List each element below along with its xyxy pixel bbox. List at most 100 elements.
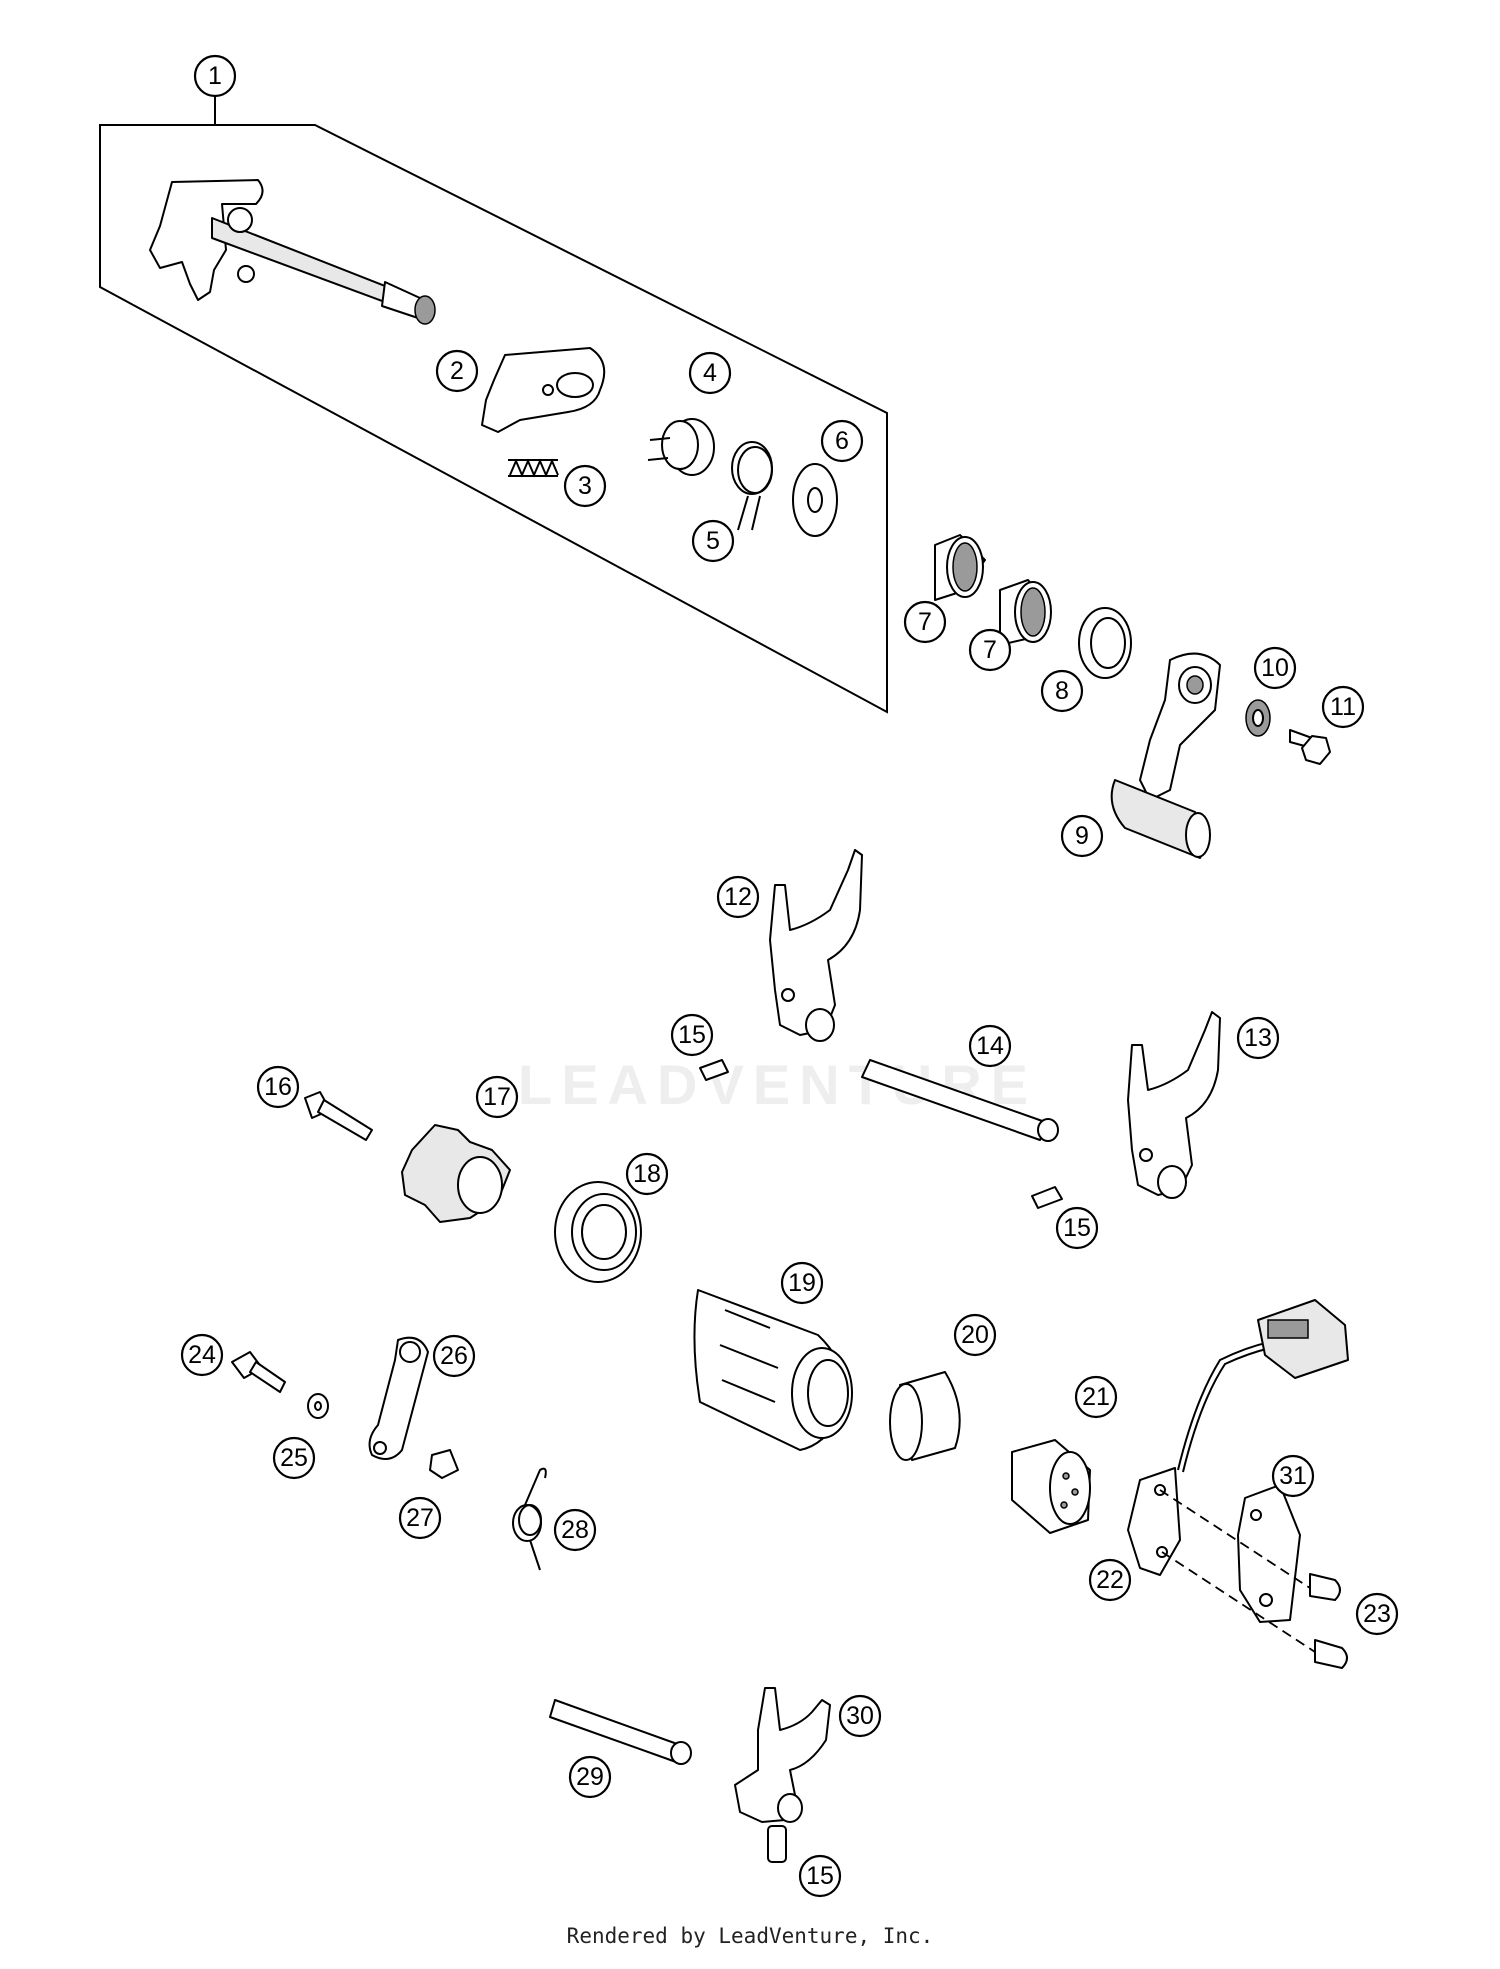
- index-lever-part: [368, 1336, 429, 1460]
- bearing-ring-20-part: [889, 1371, 961, 1461]
- callout-24-label: 24: [188, 1341, 216, 1369]
- callout-29: 29: [568, 1755, 612, 1799]
- callout-15c-label: 15: [806, 1862, 834, 1890]
- callout-26-label: 26: [440, 1342, 468, 1370]
- shift-fork-30-part: [734, 1687, 831, 1823]
- callout-16-label: 16: [264, 1073, 292, 1101]
- callout-12-label: 12: [724, 883, 752, 911]
- callout-22: 22: [1088, 1558, 1132, 1602]
- callout-3-label: 3: [578, 472, 592, 500]
- callout-15b-label: 15: [1063, 1214, 1091, 1242]
- callout-2: 2: [435, 349, 479, 393]
- bolt-11-part: [1289, 729, 1331, 765]
- callout-14: 14: [968, 1024, 1012, 1068]
- seal-part: [1078, 607, 1132, 679]
- callout-10-label: 10: [1261, 654, 1289, 682]
- callout-7b-label: 7: [983, 636, 997, 664]
- bushing-part-a: [934, 534, 986, 601]
- callout-22-label: 22: [1096, 1566, 1124, 1594]
- bolt-24-part: [231, 1351, 286, 1393]
- callout-4: 4: [688, 351, 732, 395]
- callout-6: 6: [820, 419, 864, 463]
- callout-23: 23: [1355, 1592, 1399, 1636]
- callout-1-label: 1: [208, 62, 222, 90]
- callout-11: 11: [1321, 685, 1365, 729]
- callout-17-label: 17: [483, 1083, 511, 1111]
- callout-11-label: 11: [1330, 693, 1356, 721]
- callout-27: 27: [398, 1496, 442, 1540]
- torsion-spring-part: [731, 441, 773, 531]
- callout-30-label: 30: [846, 1702, 874, 1730]
- footer-credit: Rendered by LeadVenture, Inc.: [566, 1924, 934, 1948]
- callout-5: 5: [691, 519, 735, 563]
- callout-19-label: 19: [788, 1269, 816, 1297]
- shift-drum-part: [693, 1289, 853, 1451]
- callout-16: 16: [256, 1065, 300, 1109]
- kit-1-frame: [99, 96, 888, 714]
- washer-part: [792, 463, 838, 537]
- screw-23-part-a: [1309, 1573, 1341, 1601]
- callout-30: 30: [838, 1694, 882, 1738]
- callout-7a: 7: [903, 600, 947, 644]
- bearing-18-part: [554, 1181, 642, 1283]
- callout-12: 12: [716, 875, 760, 919]
- collar-part: [647, 418, 715, 476]
- callout-23-label: 23: [1363, 1600, 1391, 1628]
- callout-20: 20: [953, 1313, 997, 1357]
- callout-26: 26: [432, 1334, 476, 1378]
- bolt-16-part: [304, 1091, 373, 1141]
- callout-3: 3: [563, 464, 607, 508]
- callout-18-label: 18: [633, 1160, 661, 1188]
- rod-29-part: [549, 1699, 692, 1765]
- callout-5-label: 5: [706, 527, 720, 555]
- callout-2-label: 2: [450, 357, 464, 385]
- callout-27-label: 27: [406, 1504, 434, 1532]
- shift-lever-part: [1110, 652, 1221, 859]
- lock-washer-part: [1245, 699, 1271, 737]
- callout-10: 10: [1253, 646, 1297, 690]
- callout-19: 19: [780, 1261, 824, 1305]
- callout-1: 1: [193, 54, 237, 98]
- screw-23-part-b: [1314, 1639, 1348, 1669]
- callout-24: 24: [180, 1333, 224, 1377]
- callout-29-label: 29: [576, 1763, 604, 1791]
- callout-20-label: 20: [961, 1321, 989, 1349]
- callout-6-label: 6: [835, 427, 849, 455]
- callout-14-label: 14: [976, 1032, 1004, 1060]
- shift-fork-12-part: [769, 849, 863, 1042]
- callout-17: 17: [475, 1075, 519, 1119]
- callout-15a: 15: [670, 1013, 714, 1057]
- index-star-part: [401, 1124, 511, 1223]
- spring-28-part: [512, 1467, 547, 1571]
- rod-14-part: [861, 1059, 1059, 1142]
- bushing-part-b: [999, 579, 1052, 646]
- sensor-rotor-part: [1011, 1439, 1091, 1534]
- callout-25-label: 25: [280, 1444, 308, 1472]
- callout-9-label: 9: [1075, 822, 1089, 850]
- shift-shaft-part: [149, 179, 436, 325]
- callout-9: 9: [1060, 814, 1104, 858]
- callout-31: 31: [1271, 1454, 1315, 1498]
- callout-31-label: 31: [1279, 1462, 1307, 1490]
- callout-15c: 15: [798, 1854, 842, 1898]
- plate-part: [481, 347, 606, 433]
- callout-15a-label: 15: [678, 1021, 706, 1049]
- callout-13-label: 13: [1244, 1024, 1272, 1052]
- callout-21-label: 21: [1082, 1383, 1110, 1411]
- callout-28: 28: [553, 1508, 597, 1552]
- pin-15-part-c: [767, 1825, 787, 1863]
- callout-7b: 7: [968, 628, 1012, 672]
- pin-15-part-b: [1031, 1186, 1063, 1209]
- washer-25-part: [307, 1393, 329, 1419]
- callout-8: 8: [1040, 669, 1084, 713]
- retaining-plate-part: [1237, 1484, 1301, 1623]
- callout-13: 13: [1236, 1016, 1280, 1060]
- callout-25: 25: [272, 1436, 316, 1480]
- spring-part: [508, 458, 559, 478]
- callout-4-label: 4: [703, 359, 717, 387]
- callout-7a-label: 7: [918, 608, 932, 636]
- callout-8-label: 8: [1055, 677, 1069, 705]
- shift-fork-13-part: [1127, 1011, 1221, 1199]
- callout-21: 21: [1074, 1375, 1118, 1419]
